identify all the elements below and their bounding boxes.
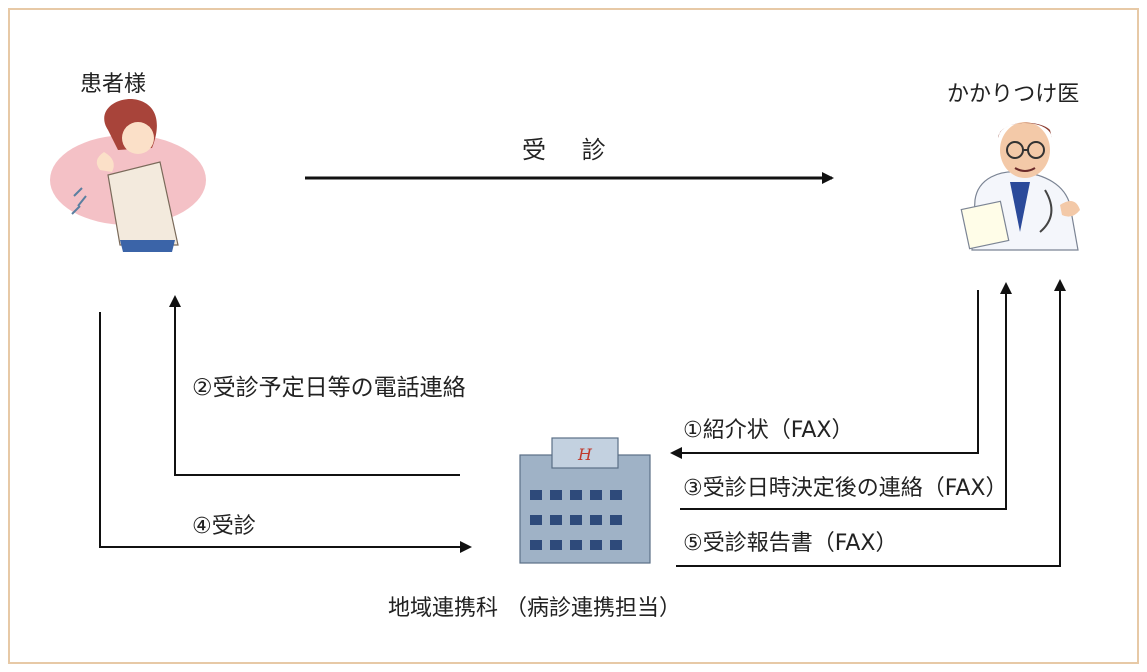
hospital-label: 地域連携科 （病診連携担当） — [388, 596, 681, 621]
decided-contact-label: ③受診日時決定後の連絡（FAX） — [683, 476, 1008, 501]
hospital-building-icon: H — [519, 437, 651, 564]
svg-text:H: H — [577, 445, 593, 464]
report-label: ⑤受診報告書（FAX） — [683, 531, 898, 556]
visit-top-label: 受 診 — [522, 136, 620, 164]
arrow-referral — [670, 290, 979, 459]
doctor-icon — [960, 122, 1080, 251]
visit-label: ④受診 — [192, 514, 256, 539]
phone-contact-label: ②受診予定日等の電話連絡 — [192, 375, 466, 401]
patient-label: 患者様 — [80, 72, 147, 97]
arrow-visit — [99, 312, 472, 553]
arrow-report — [676, 279, 1066, 567]
doctor-label: かかりつけ医 — [947, 82, 1080, 107]
arrow-decided-contact — [680, 282, 1012, 510]
arrow-phone-contact — [169, 295, 460, 476]
referral-label: ①紹介状（FAX） — [683, 418, 854, 443]
patient-icon — [50, 99, 206, 252]
